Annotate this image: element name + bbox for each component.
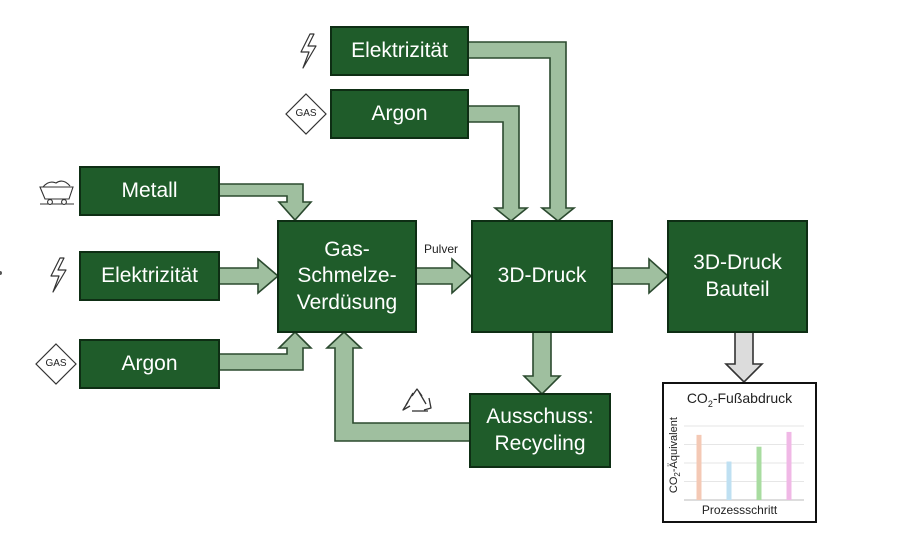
gas-diamond-icon (35, 343, 77, 385)
chart-bar (786, 431, 792, 500)
arrow-druck-to-ausschuss (522, 331, 562, 396)
chart-x-label: Prozessschritt (701, 503, 778, 517)
gas-diamond-icon (285, 93, 327, 135)
3d-druck-box: 3D-Druck (471, 220, 613, 333)
arrow-elektrizitaet-top-to-druck (467, 41, 577, 223)
co2-footprint-chart: CO2-Fußabdruck CO2-Äquivalent Prozesssch… (662, 382, 817, 523)
3d-druck-bauteil-box: 3D-Druck Bauteil (667, 220, 808, 333)
gas-icon-text: GAS (45, 358, 67, 369)
arrow-argon-to-gas (218, 330, 313, 371)
metall-box: Metall (79, 166, 220, 216)
lightning-icon (50, 257, 67, 293)
recycling-icon (402, 388, 432, 412)
arrow-druck-to-bauteil (611, 257, 670, 295)
chart-plot (684, 425, 804, 501)
arrow-metall-to-gas (218, 183, 313, 222)
elektrizitaet-left-box: Elektrizität (79, 251, 220, 301)
chart-bar (756, 446, 762, 500)
gas-schmelze-verduesung-box: Gas- Schmelze- Verdüsung (277, 220, 417, 333)
arrow-argon-top-to-druck (467, 105, 530, 223)
arrow-gas-to-druck (415, 257, 473, 295)
lightning-icon (300, 33, 317, 69)
mine-cart-icon (39, 180, 74, 205)
argon-left-box: Argon (79, 339, 220, 389)
chart-bar (696, 434, 702, 500)
ausschuss-recycling-box: Ausschuss: Recycling (469, 393, 611, 468)
gas-icon-text: GAS (295, 108, 317, 119)
arrow-bauteil-to-chart (724, 331, 764, 384)
pulver-label: Pulver (424, 242, 459, 256)
chart-title: CO2-Fußabdruck (686, 390, 793, 409)
chart-bar (726, 461, 732, 500)
arrow-elektrizitaet-to-gas (218, 257, 280, 295)
arrow-ausschuss-to-gas (324, 330, 471, 442)
elektrizitaet-top-box: Elektrizität (330, 26, 469, 76)
argon-top-box: Argon (330, 89, 469, 139)
edge-mark (0, 271, 2, 275)
